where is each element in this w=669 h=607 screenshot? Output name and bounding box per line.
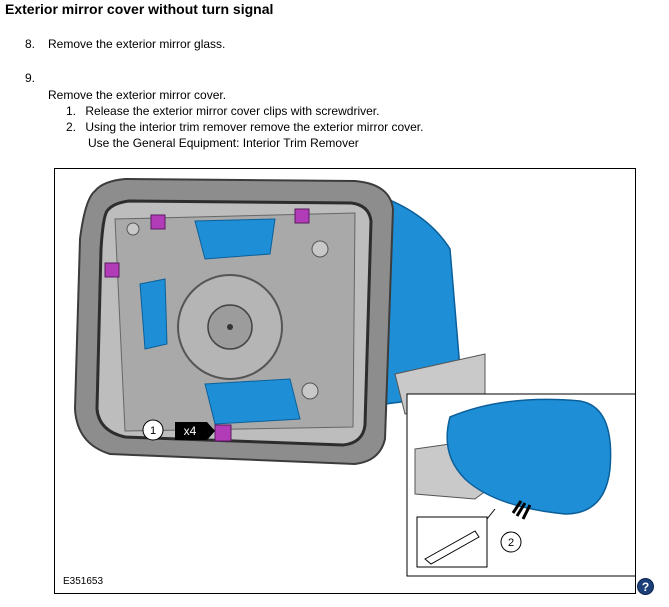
step-9-text: Remove the exterior mirror cover. bbox=[48, 88, 227, 102]
step-text: Remove the exterior mirror glass. bbox=[48, 37, 226, 51]
step-8: 8. Remove the exterior mirror glass. bbox=[25, 37, 225, 51]
figure-id: E351653 bbox=[63, 576, 104, 587]
blue-opening-left bbox=[139, 278, 168, 350]
substep-number: 2. bbox=[66, 120, 77, 134]
step-number: 8. bbox=[25, 37, 36, 51]
callout-1-circle bbox=[142, 419, 164, 441]
callout-1-label: 1 bbox=[150, 425, 156, 437]
inset-cover bbox=[446, 398, 612, 515]
substep-text: Using the interior trim remover remove t… bbox=[85, 120, 424, 134]
clip-count-box bbox=[175, 422, 207, 440]
mirror-drawing: 1 x4 2 bbox=[73, 177, 635, 577]
trim-remover-tool-icon bbox=[424, 530, 480, 565]
substep-note: Use the General Equipment: Interior Trim… bbox=[88, 136, 359, 150]
substep-2: 2. Using the interior trim remover remov… bbox=[66, 120, 423, 134]
clip bbox=[214, 424, 232, 442]
help-button[interactable]: ? bbox=[637, 578, 654, 595]
blue-opening-top bbox=[194, 218, 276, 260]
page-title: Exterior mirror cover without turn signa… bbox=[5, 1, 274, 17]
substep-1: 1. Release the exterior mirror cover cli… bbox=[66, 104, 379, 118]
step-number: 9. bbox=[25, 71, 36, 85]
callout-2-circle bbox=[500, 531, 522, 553]
clip-count-label: x4 bbox=[184, 424, 197, 438]
clip bbox=[294, 208, 310, 224]
substep-number: 1. bbox=[66, 104, 77, 118]
substep-text: Release the exterior mirror cover clips … bbox=[85, 104, 380, 118]
blue-opening-bottom bbox=[204, 378, 301, 425]
mirror-cover-illustration: 1 x4 2 E351653 bbox=[54, 168, 636, 594]
removal-arrow-icon bbox=[511, 500, 532, 520]
callout-2-label: 2 bbox=[508, 537, 514, 549]
step-9: 9. bbox=[25, 71, 35, 85]
clip bbox=[150, 214, 166, 230]
clip bbox=[104, 262, 120, 278]
